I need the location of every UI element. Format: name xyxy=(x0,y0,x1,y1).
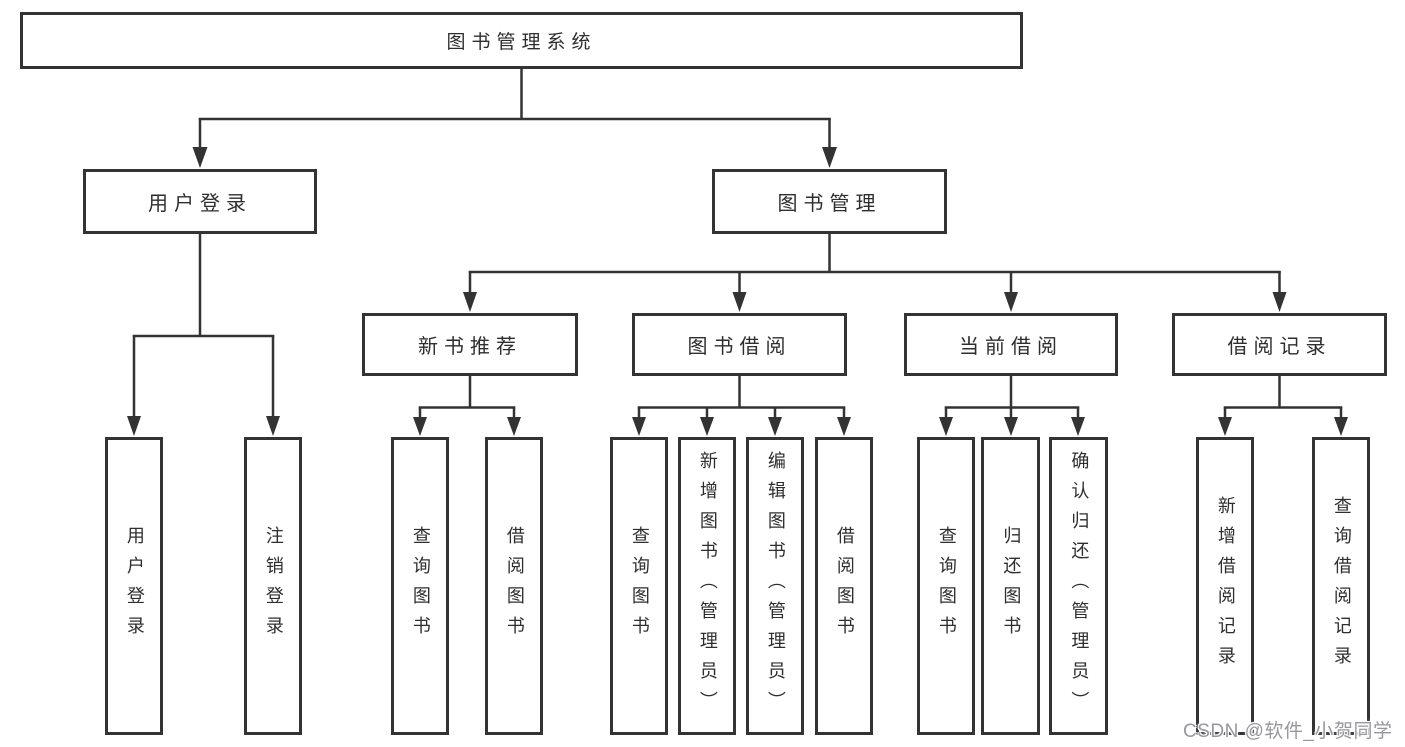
leaf-add-borrowing-record: 新增借阅记录 xyxy=(1196,437,1254,735)
node-book-borrowing: 图书借阅 xyxy=(632,313,847,376)
node-new-book-recommendation: 新书推荐 xyxy=(362,313,578,376)
leaf-add-books-admin: 新增图书（管理员） xyxy=(678,437,736,735)
leaf-search-books-current: 查询图书 xyxy=(917,437,975,735)
node-label: 用户登录 xyxy=(148,193,252,215)
node-label: 借阅记录 xyxy=(1227,336,1332,358)
node-book-management: 图书管理 xyxy=(712,169,947,234)
node-label: 借阅图书 xyxy=(834,526,855,646)
node-label: 当前借阅 xyxy=(959,336,1063,358)
leaf-edit-books-admin: 编辑图书（管理员） xyxy=(746,437,804,735)
node-library-management-system: 图书管理系统 xyxy=(20,12,1023,69)
node-label: 归还图书 xyxy=(1001,526,1022,646)
node-label: 查询图书 xyxy=(629,526,650,646)
node-label: 用户登录 xyxy=(124,526,145,646)
node-borrowing-records: 借阅记录 xyxy=(1172,313,1387,376)
node-label: 注销登录 xyxy=(263,526,284,646)
leaf-user-login: 用户登录 xyxy=(105,437,163,735)
node-label: 查询图书 xyxy=(936,526,957,646)
node-label: 新书推荐 xyxy=(418,336,522,358)
node-label: 图书管理系统 xyxy=(446,32,597,53)
leaf-return-books: 归还图书 xyxy=(981,437,1040,735)
node-label: 图书管理 xyxy=(777,193,882,215)
node-label: 新增图书（管理员） xyxy=(697,451,718,721)
leaf-borrow-books: 借阅图书 xyxy=(815,437,873,735)
leaf-search-books-recommend: 查询图书 xyxy=(391,437,449,735)
node-label: 查询借阅记录 xyxy=(1331,496,1352,676)
csdn-watermark: CSDN @软件_小贺同学 xyxy=(1183,721,1393,742)
node-label: 编辑图书（管理员） xyxy=(765,451,786,721)
leaf-logout-login: 注销登录 xyxy=(244,437,302,735)
leaf-search-books-borrowing: 查询图书 xyxy=(610,437,668,735)
arrowhead-icons xyxy=(127,147,1348,436)
node-label: 查询图书 xyxy=(410,526,431,646)
node-current-borrowing: 当前借阅 xyxy=(904,313,1118,376)
leaf-confirm-return-admin: 确认归还（管理员） xyxy=(1049,437,1108,735)
leaf-search-borrowing-record: 查询借阅记录 xyxy=(1312,437,1370,735)
node-label: 借阅图书 xyxy=(504,526,525,646)
node-label: 新增借阅记录 xyxy=(1215,496,1236,676)
node-label: 图书借阅 xyxy=(687,336,792,358)
leaf-borrow-books-recommend: 借阅图书 xyxy=(485,437,543,735)
node-label: 确认归还（管理员） xyxy=(1069,451,1090,721)
node-user-login: 用户登录 xyxy=(83,169,317,234)
